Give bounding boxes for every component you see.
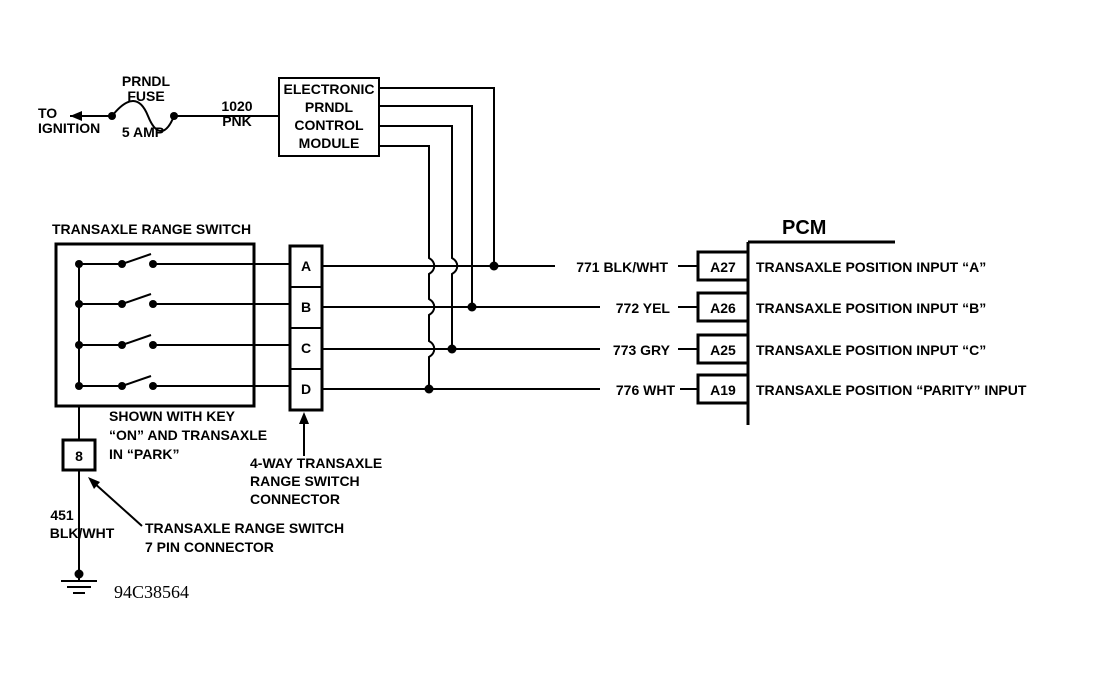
module-label-3: CONTROL — [294, 117, 364, 133]
pcm-pin-a27-label: A27 — [710, 259, 736, 275]
range-switch-note-2: “ON” AND TRANSAXLE — [109, 427, 267, 443]
pcm-pin-a26 — [696, 291, 750, 323]
range-switch-note-1: SHOWN WITH KEY — [109, 408, 236, 424]
ground-wire-color: BLK/WHT — [50, 525, 115, 541]
wire-771-label: 771 BLK/WHT — [576, 259, 668, 275]
pcm-pin-a19 — [696, 373, 750, 405]
module-label-1: ELECTRONIC — [284, 81, 375, 97]
connector-4way-arrow-icon — [299, 412, 309, 424]
pcm-pin-a25 — [696, 333, 750, 365]
pcm-parity-input-desc: TRANSAXLE POSITION “PARITY” INPUT — [756, 382, 1027, 398]
fuse-label-1: PRNDL — [122, 73, 171, 89]
connector-4way-label-3: CONNECTOR — [250, 491, 340, 507]
wire-772-label: 772 YEL — [616, 300, 671, 316]
connector-pin-b: B — [301, 299, 311, 315]
splice-d — [424, 384, 434, 394]
range-switch-title: TRANSAXLE RANGE SWITCH — [52, 221, 251, 237]
fuse-rating: 5 AMP — [122, 124, 164, 140]
pcm-input-c-desc: TRANSAXLE POSITION INPUT “C” — [756, 342, 986, 358]
pcm-pin-a27 — [696, 250, 750, 282]
connector-pin-a: A — [301, 258, 311, 274]
connector-7pin — [61, 438, 97, 472]
wire-776-label: 776 WHT — [616, 382, 676, 398]
connector-pin-c: C — [301, 340, 311, 356]
module-wire-c — [379, 125, 459, 349]
figure-id: 94C38564 — [114, 582, 189, 602]
connector-7pin-pin: 8 — [75, 448, 83, 464]
module-wire-d — [379, 145, 436, 389]
range-switch-body — [54, 242, 256, 408]
feed-wire-circuit: 1020 — [221, 98, 252, 114]
splice-b — [467, 302, 477, 312]
ignition-label-1: TO — [38, 105, 57, 121]
fuse-label-2: FUSE — [127, 88, 164, 104]
module-label-2: PRNDL — [305, 99, 354, 115]
pcm-pin-a26-label: A26 — [710, 300, 736, 316]
connector-4way-label-1: 4-WAY TRANSAXLE — [250, 455, 382, 471]
fuse-icon — [111, 100, 175, 132]
pcm-title: PCM — [782, 217, 826, 239]
splice-c — [447, 344, 457, 354]
switch-contact-d — [75, 375, 290, 390]
module-wire-b — [379, 105, 473, 307]
wire-773-label: 773 GRY — [613, 342, 671, 358]
pcm-pin-a19-label: A19 — [710, 382, 736, 398]
range-switch-note-3: IN “PARK” — [109, 446, 180, 462]
switch-contact-b — [75, 293, 290, 308]
ignition-arrow-icon — [70, 111, 82, 121]
switch-contact-c — [75, 334, 290, 349]
pcm-input-b-desc: TRANSAXLE POSITION INPUT “B” — [756, 300, 986, 316]
module-wire-a — [379, 87, 495, 266]
pcm-pin-a25-label: A25 — [710, 342, 736, 358]
ground-icon — [61, 574, 97, 594]
pcm-input-a-desc: TRANSAXLE POSITION INPUT “A” — [756, 259, 986, 275]
connector-4way-label-2: RANGE SWITCH — [250, 473, 360, 489]
connector-7pin-leader — [92, 481, 143, 527]
prndl-control-module — [278, 77, 380, 157]
connector-7pin-label-1: TRANSAXLE RANGE SWITCH — [145, 520, 344, 536]
connector-7pin-label-2: 7 PIN CONNECTOR — [145, 539, 274, 555]
ground-wire-circuit: 451 — [50, 507, 74, 523]
switch-contact-a — [75, 253, 290, 268]
connector-4way-dividers — [290, 286, 322, 370]
splice-a — [489, 261, 499, 271]
connector-pin-d: D — [301, 381, 311, 397]
connector-7pin-arrow-icon — [88, 477, 100, 489]
module-label-4: MODULE — [299, 135, 360, 151]
ignition-label-2: IGNITION — [38, 120, 100, 136]
feed-wire-color: PNK — [222, 113, 252, 129]
